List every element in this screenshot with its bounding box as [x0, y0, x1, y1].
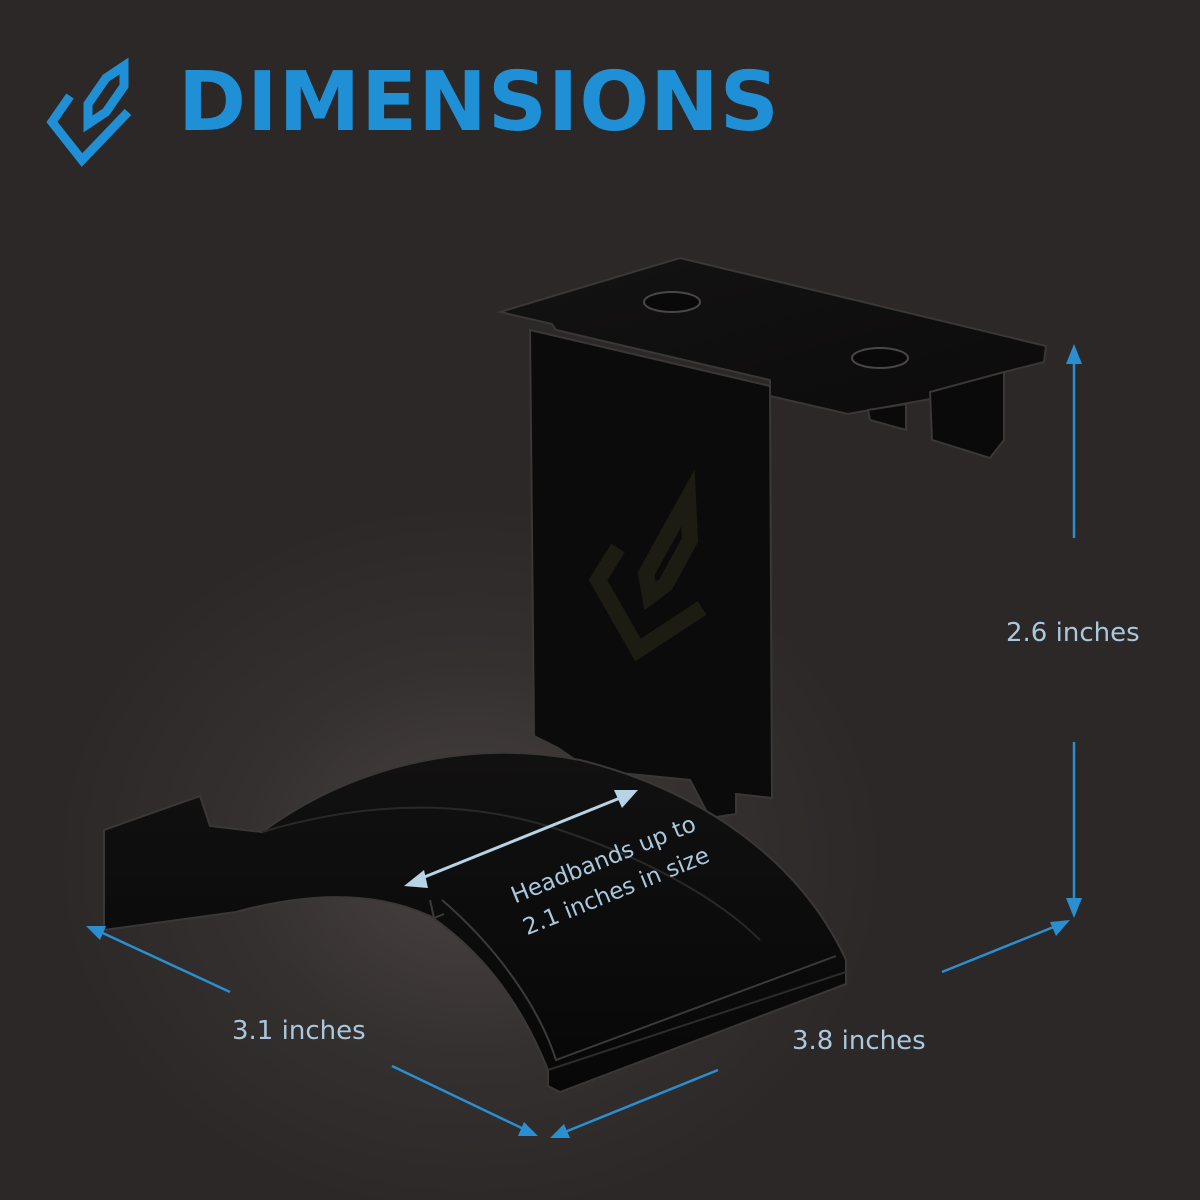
dimension-arrows: [86, 344, 1082, 1138]
mounting-plate: [496, 256, 1048, 460]
width-arrow: [550, 920, 1070, 1138]
height-label: 2.6 inches: [1006, 618, 1140, 648]
height-arrow-bottom: [1066, 742, 1082, 918]
height-arrow-top: [1066, 344, 1082, 538]
brand-logo-icon: [46, 57, 132, 167]
page-title: DIMENSIONS: [178, 55, 780, 150]
engraved-logo-icon: [588, 469, 707, 662]
depth-label: 3.1 inches: [232, 1016, 366, 1046]
width-label: 3.8 inches: [792, 1026, 926, 1056]
headband-arrow: [404, 790, 638, 888]
depth-arrow: [86, 926, 538, 1136]
headband-cradle: [103, 751, 847, 1094]
